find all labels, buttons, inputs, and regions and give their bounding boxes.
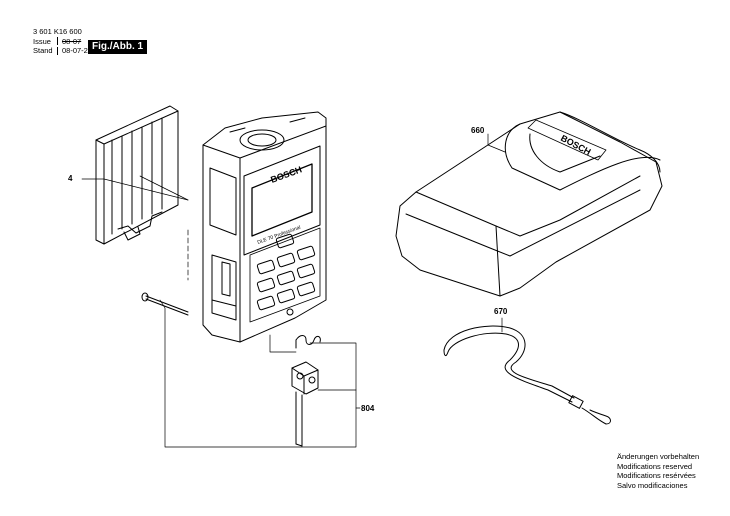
callout-804: 804 — [361, 404, 375, 413]
battery-cover — [95, 105, 179, 245]
issue-label: Issue — [33, 36, 51, 46]
screw-pin — [141, 292, 189, 316]
wrist-strap — [443, 325, 611, 425]
note-de: Änderungen vorbehalten — [617, 452, 700, 461]
leader-4b — [139, 175, 189, 201]
spring-part — [295, 335, 321, 349]
clip-part — [291, 361, 319, 447]
note-es: Salvo modificaciones — [617, 480, 688, 490]
callout-660: 660 — [471, 126, 485, 135]
callout-670: 670 — [494, 307, 508, 316]
modification-notes: Änderungen vorbehalten Modifications res… — [617, 452, 699, 490]
bracket-outline — [159, 299, 357, 448]
leader-spring — [269, 334, 297, 353]
note-en: Modifications reserved — [617, 461, 693, 471]
note-fr: Modifications resérvées — [617, 471, 696, 480]
figure-label: Fig./Abb. 1 — [88, 40, 148, 54]
drawing-header: 3 601 K16 600 Issue 08-07 Stand 08-07-22 — [33, 27, 92, 56]
header-divider — [57, 46, 58, 55]
issue-value: 08-07 — [62, 36, 82, 46]
part-number: 3 601 K16 600 — [33, 27, 82, 36]
stand-value: 08-07-22 — [62, 46, 93, 55]
pouch — [395, 111, 663, 297]
callout-4: 4 — [68, 174, 73, 183]
leader-660 — [487, 133, 506, 153]
leader-4 — [81, 178, 189, 201]
distance-meter-body — [202, 111, 327, 343]
pouch-brand-text: BOSCH — [559, 133, 592, 157]
stand-label: Stand — [33, 46, 53, 55]
device-brand-text: BOSCH — [269, 164, 303, 185]
header-divider — [57, 37, 58, 46]
